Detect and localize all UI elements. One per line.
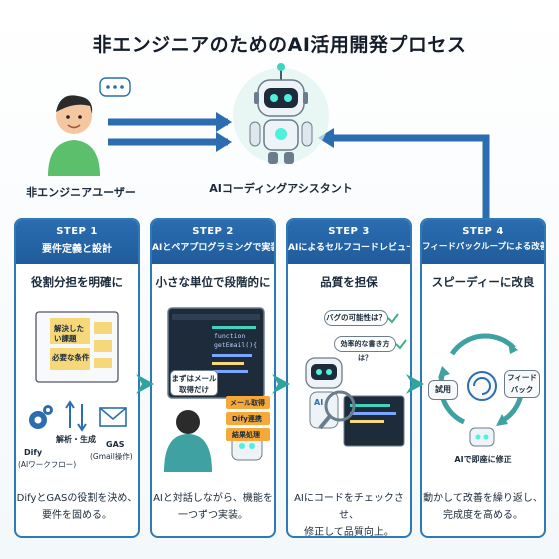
step-1-card: STEP 1 要件定義と設計 役割分担を明確に [14,218,140,538]
ai-badge: AI [314,398,324,407]
step-3-subtitle: AIによるセルフコードレビュー [288,243,412,253]
step-4-header: STEP 4 フィードバックループによる改善 [422,220,544,264]
step-1-lead: 役割分担を明確に [31,275,123,289]
ai-assistant-label: AIコーディングアシスタント [209,182,353,195]
cycle-caption: AIで即座に修正 [454,455,512,464]
step-1-subtitle: 要件定義と設計 [42,244,112,255]
robot-icon [233,63,329,164]
step-2-header: STEP 2 AIとペアプログラミングで実装 [152,220,274,264]
note-problem: 解決したい課題 [54,324,84,343]
step-4-desc-line-1: 動かして改善を繰り返し、 [423,493,543,504]
speech-bubble: まずはメール 取得だけ [170,370,218,396]
step-3-lead: 品質を担保 [320,275,378,289]
cycle-try: 試用 [428,380,458,400]
step-1-description: DifyとGASの役割を決め、 要件を固める。 [16,490,138,524]
step-2-desc-line-1: AIと対話しながら、機能を [153,493,273,504]
step-4-desc-line-2: 完成度を高める。 [443,510,523,521]
speech-line-2: 取得だけ [179,385,209,394]
step-3-number: STEP 3 [328,226,370,237]
analyze-label: 解析・生成 [56,435,96,444]
step-1-number: STEP 1 [56,226,98,237]
bubble-efficiency: 効率的な書き方は？ [334,336,396,362]
cycle-icon [438,333,525,447]
dify-label: Dify [24,448,43,457]
step-2-card: STEP 2 AIとペアプログラミングで実装 小さな単位で段階的に [150,218,276,538]
step-4-lead: スピーディーに改良 [431,275,535,289]
note-conditions: 必要な条件 [52,353,90,362]
block-dify-link: Dify連携 [232,415,262,423]
code-line-2: getEmail(){ [214,341,258,349]
step-2-illustration: まずはメール 取得だけ function getEmail(){ メール取得 D… [152,304,274,474]
step-4-description: 動かして改善を繰り返し、 完成度を高める。 [422,490,544,524]
code-snippet: function getEmail(){ [214,332,257,350]
step-4-card: STEP 4 フィードバックループによる改善 スピーディーに改良 試用 フィード… [420,218,546,538]
step-2-subtitle: AIとペアプログラミングで実装 [152,243,276,253]
step-3-desc-line-2: 修正して品質向上。 [304,527,394,538]
step-2-desc-line-2: 一つずつ実装。 [178,510,248,521]
step-3-illustration: バグの可能性は？ 効率的な書き方は？ AI [288,304,410,474]
step-1-header: STEP 1 要件定義と設計 [16,220,138,264]
step-1-illustration: 解決したい課題 必要な条件 解析・生成 Dify (AIワークフロー) GAS … [16,304,138,474]
code-line-1: function [214,332,246,340]
page-title: 非エンジニアのためのAI活用開発プロセス [92,34,467,56]
review-robot-icon [305,313,407,447]
step-3-card: STEP 3 AIによるセルフコードレビュー 品質を担保 バグの可能性は？ 効率… [286,218,412,538]
speech-line-1: まずはメール [171,374,217,383]
block-result: 結果処理 [232,431,260,439]
cycle-feedback: フィードバック [504,370,540,398]
step-2-number: STEP 2 [192,226,234,237]
gas-sub-label: (Gmail操作) [90,452,133,461]
step-1-desc-line-2: 要件を固める。 [42,510,112,521]
step-3-desc-line-1: AIにコードをチェックさせ、 [294,493,404,521]
chevron-right-icon [272,374,290,394]
block-mail-fetch: メール取得 [230,399,265,407]
user-icon [48,77,131,176]
dify-sub-label: (AIワークフロー) [18,460,77,469]
chevron-right-icon [406,374,424,394]
user-label: 非エンジニアユーザー [26,186,136,199]
step-3-description: AIにコードをチェックさせ、 修正して品質向上。 [288,490,410,538]
step-1-desc-line-1: DifyとGASの役割を決め、 [16,493,138,504]
step-3-header: STEP 3 AIによるセルフコードレビュー [288,220,410,264]
step-4-illustration: 試用 フィードバック AIで即座に修正 [422,304,544,474]
step-4-number: STEP 4 [462,226,504,237]
board-icon [29,311,127,432]
step-2-description: AIと対話しながら、機能を 一つずつ実装。 [152,490,274,524]
bubble-bug: バグの可能性は？ [324,310,388,326]
step-4-subtitle: フィードバックループによる改善 [422,242,546,252]
user-figure: 非エンジニアユーザー [26,72,136,202]
step-2-lead: 小さな単位で段階的に [155,275,271,289]
chevron-right-icon [136,374,154,394]
gas-label: GAS [106,440,125,449]
ai-assistant-figure: AIコーディングアシスタント [209,58,353,195]
